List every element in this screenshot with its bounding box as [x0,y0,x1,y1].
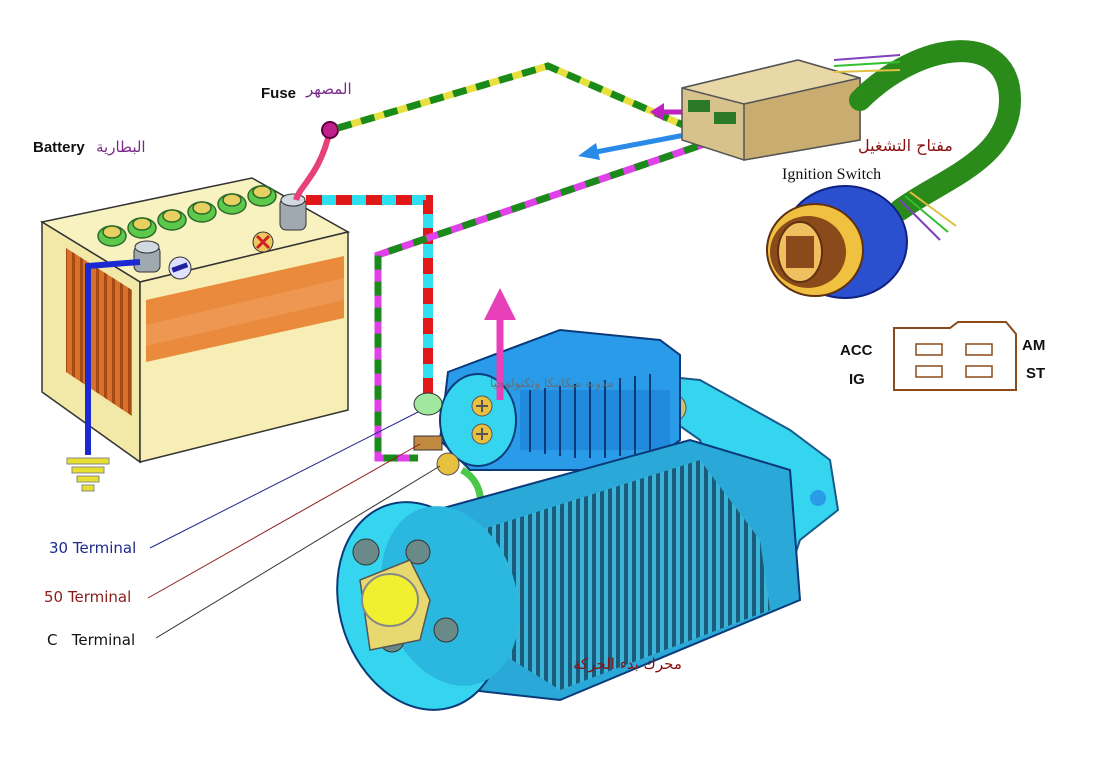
starter-motor [336,288,840,711]
end-cap-bolt [352,538,459,653]
negative-terminal-post [133,240,161,273]
ignition-switch-connector [681,59,861,161]
positive-terminal-post [279,193,307,231]
ig-label: IG [849,371,865,388]
terminal-50-post [413,423,493,451]
arrow-left-icon [578,131,691,160]
fuse-to-ignition-wire [337,62,692,132]
battery-label-en: Battery [33,139,85,156]
battery-cell-caps [97,185,277,247]
am-label: AM [1022,337,1046,354]
ignition-cable-wires [833,54,957,241]
terminal-50-label: 50 Terminal [44,588,132,606]
arrow-up-icon [484,288,516,400]
acc-label: ACC [840,342,873,359]
battery-label-ar: البطارية [96,138,146,156]
ground-wire [66,259,141,492]
ground-icon [66,457,110,492]
starter-motor-label-ar: محرك بدء الحركة [573,655,682,673]
negative-sign-icon [168,256,192,280]
ignition-terminal-layout [893,321,1017,391]
watermark: مدونة ميكانيكا وتكنولوجيا [490,376,614,390]
terminal-leader-lines [147,411,441,639]
st-label: ST [1026,365,1046,382]
ignition-cable [849,40,1022,221]
solenoid-ribs [529,374,651,458]
ignition-key-cylinder [766,185,908,299]
ignition-switch-label-ar: مفتاح التشغيل [858,136,953,155]
positive-sign-icon [252,231,274,253]
fuse-label-en: Fuse [261,85,297,102]
fuse-link-wire [293,129,333,202]
fuse-label-ar: المصهر [306,80,352,98]
terminal-30-label: 30 Terminal [49,539,137,557]
terminal-30-post [413,392,493,417]
fuse-icon [321,121,339,139]
ignition-switch-label-en: Ignition Switch [782,166,882,183]
terminal-c-label: C Terminal [47,631,136,649]
ignition-to-terminal50-wire [374,134,724,462]
